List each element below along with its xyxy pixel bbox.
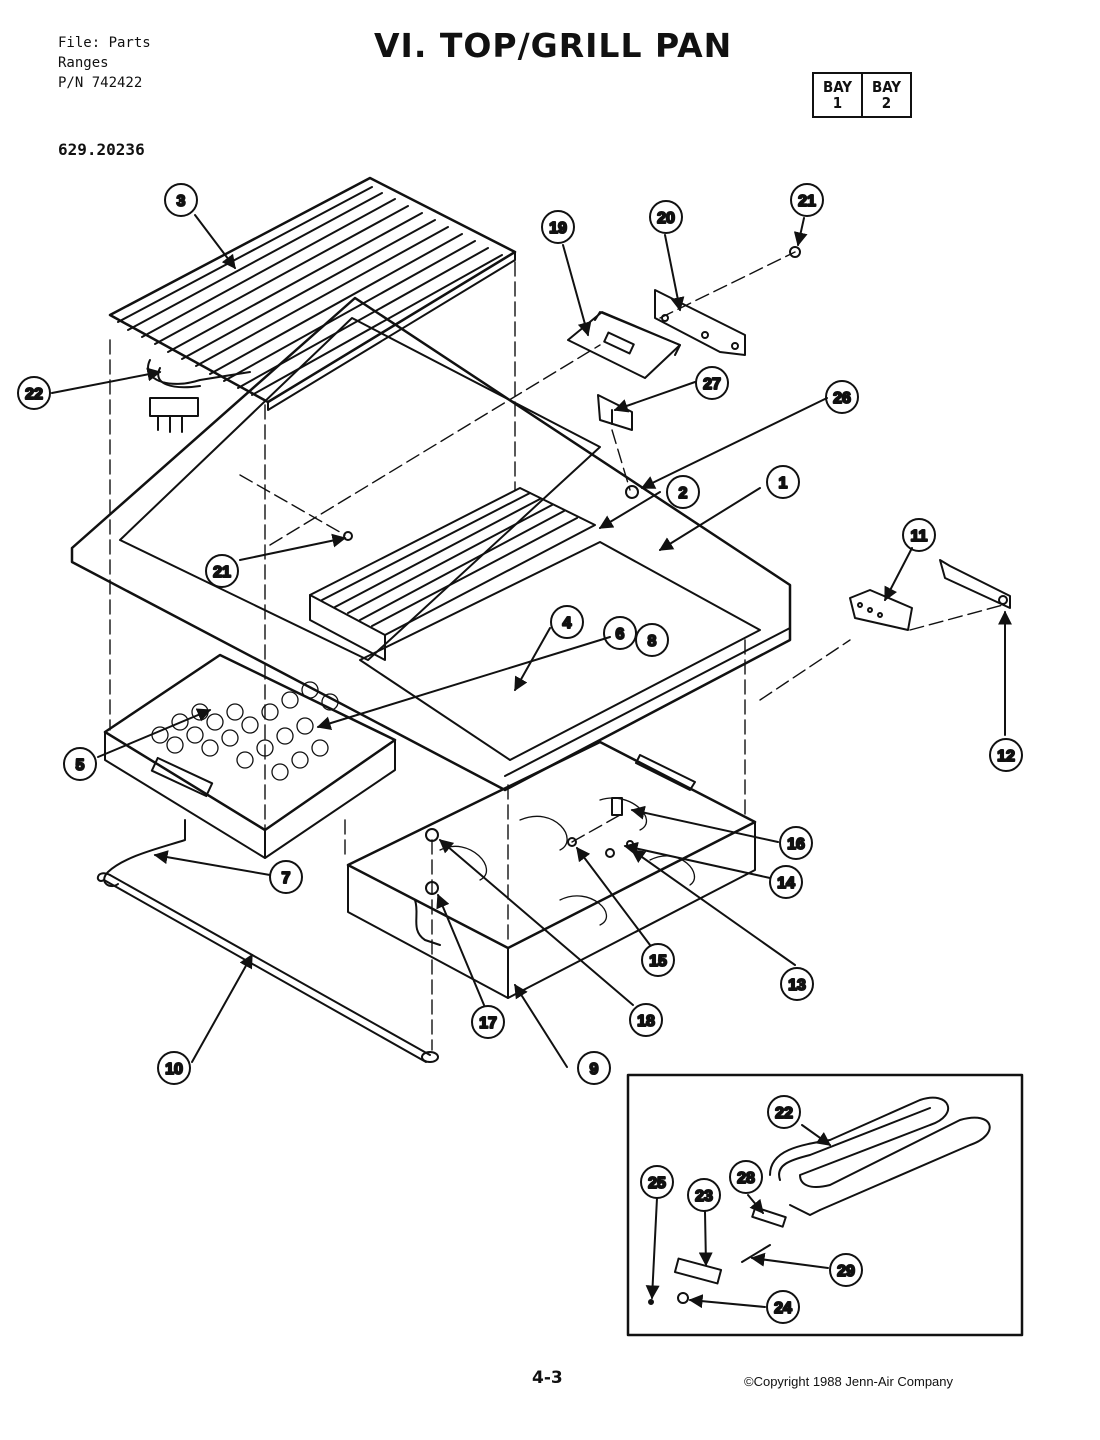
callout-20: 20 [649,200,683,234]
assembly-lines [109,251,1004,1051]
callout-17: 17 [471,1005,505,1039]
svg-text:26: 26 [833,390,851,407]
callout-23: 23 [687,1178,721,1212]
callout-3: 3 [164,183,198,217]
callout-10: 10 [157,1051,191,1085]
callout-27: 27 [695,366,729,400]
callouts: 1 2 3 4 5 6 7 8 9 10 11 12 13 14 15 16 1… [17,183,1023,1324]
page-title: VI. TOP/GRILL PAN [374,26,733,65]
callout-1: 1 [766,465,800,499]
svg-text:17: 17 [479,1015,497,1032]
svg-text:28: 28 [737,1170,755,1187]
copyright-notice: ©Copyright 1988 Jenn-Air Company [744,1374,954,1389]
callout-25: 25 [640,1165,674,1199]
callout-6: 6 [603,616,637,650]
callout-26: 26 [825,380,859,414]
svg-text:1: 1 [779,475,788,492]
callout-14: 14 [769,865,803,899]
svg-text:29: 29 [837,1263,855,1280]
callout-7: 7 [269,860,303,894]
inset-box [626,1073,1024,1337]
svg-text:20: 20 [657,210,675,227]
callout-19: 19 [541,210,575,244]
category-line: Ranges [58,55,109,71]
svg-text:9: 9 [590,1061,599,1078]
top-frame-drawing [70,296,792,792]
svg-text:27: 27 [703,376,721,393]
side-bracket-drawing [849,559,1011,631]
svg-text:15: 15 [649,953,667,970]
file-info: File: Parts Ranges P/N 742422 [58,33,151,93]
hardware-drawing [343,531,634,895]
callout-4: 4 [550,605,584,639]
svg-text:12: 12 [997,748,1015,765]
leader-arrows [51,214,1012,1309]
callout-9: 9 [577,1051,611,1085]
svg-text:14: 14 [777,875,795,892]
page-number: 4-3 [532,1368,563,1388]
callout-22: 22 [17,376,51,410]
model-number: 629.20236 [58,140,145,159]
svg-text:25: 25 [648,1175,666,1192]
grill-pan-drawing [346,740,757,999]
callout-11: 11 [902,518,936,552]
rock-tray-drawing [103,653,397,888]
control-bracket-drawing [567,246,801,499]
callout-22-inset: 22 [767,1095,801,1129]
callout-21: 21 [790,183,824,217]
svg-text:22: 22 [25,386,43,403]
callout-21-lower: 21 [205,554,239,588]
bay-number: 2 [881,94,892,112]
svg-text:18: 18 [637,1013,655,1030]
callout-29: 29 [829,1253,863,1287]
svg-text:2: 2 [679,485,688,502]
part-number-line: P/N 742422 [58,75,143,91]
svg-text:10: 10 [165,1061,183,1078]
grill-grate-drawing [108,176,517,433]
svg-text:16: 16 [787,836,805,853]
bay-cell-1: BAY 1 [814,74,863,116]
bay-label: BAY [822,78,853,96]
bay-cell-2: BAY 2 [863,74,910,116]
svg-text:4: 4 [563,615,572,632]
svg-text:22: 22 [775,1105,793,1122]
svg-text:7: 7 [282,870,291,887]
svg-text:23: 23 [695,1188,713,1205]
callout-28: 28 [729,1160,763,1194]
svg-text:6: 6 [616,626,625,643]
svg-text:19: 19 [549,220,567,237]
handle-rod-drawing [96,872,439,1063]
svg-text:24: 24 [774,1300,792,1317]
bay-label: BAY [871,78,902,96]
callout-8: 8 [635,623,669,657]
callout-24: 24 [766,1290,800,1324]
griddle-drawing [309,487,596,661]
callout-13: 13 [780,967,814,1001]
svg-text:21: 21 [213,564,231,581]
svg-text:3: 3 [177,193,186,210]
svg-text:11: 11 [911,528,928,545]
svg-text:8: 8 [648,633,657,650]
callout-12: 12 [989,738,1023,772]
svg-text:13: 13 [788,977,806,994]
bay-number: 1 [832,94,843,112]
callout-5: 5 [63,747,97,781]
bay-box: BAY 1 BAY 2 [812,72,912,118]
file-line: File: Parts [58,35,151,51]
svg-text:5: 5 [76,757,85,774]
callout-16: 16 [779,826,813,860]
callout-18: 18 [629,1003,663,1037]
callout-2: 2 [666,475,700,509]
svg-text:21: 21 [798,193,816,210]
callout-15: 15 [641,943,675,977]
